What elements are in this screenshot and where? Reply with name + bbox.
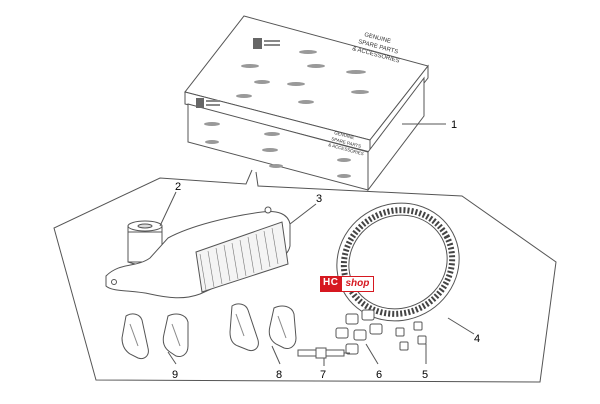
callout-8: 8 [276,369,282,381]
kit-contents-outline [53,169,557,383]
callout-6: 6 [376,369,382,381]
callout-9-leader [167,351,177,365]
box-body-right [367,76,425,192]
callout-7: 7 [320,369,326,381]
brake-pads-front [121,313,189,359]
box-front-brand-logos [204,122,351,178]
callout-3: 3 [316,193,322,205]
box-front-text-1: GENUINE [334,130,355,140]
callout-3-leader [289,203,317,225]
drive-belt [336,202,460,322]
brake-pads-rear [229,303,297,351]
box-lid-brand-logos [236,50,369,104]
callout-6-leader [365,343,379,365]
callout-8-leader [271,345,281,365]
box-lid-logo [253,38,262,49]
callout-1: 1 [451,119,457,131]
watermark-part-a: HC [320,276,342,292]
callout-4: 4 [474,333,480,345]
callout-2-leader [159,191,177,227]
box-front-logo [196,98,204,108]
shop-watermark: HC shop [320,276,375,292]
watermark-part-b: shop [341,276,375,292]
variator-rollers [335,309,383,355]
sliding-clips [395,321,427,351]
callout-2: 2 [175,181,181,193]
callout-5: 5 [422,369,428,381]
parts-box [184,15,429,192]
callout-4-leader [447,317,475,335]
spark-plug [297,347,350,359]
callout-9: 9 [172,369,178,381]
